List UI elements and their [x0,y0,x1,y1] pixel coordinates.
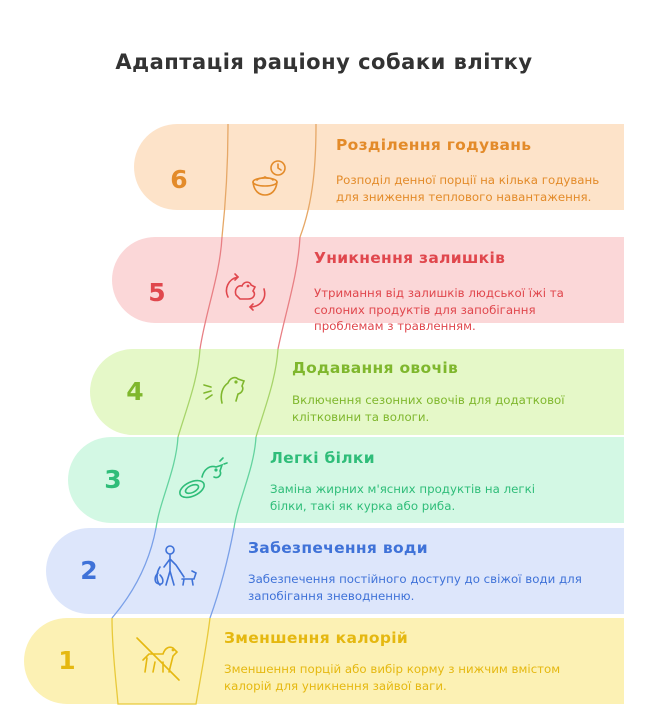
step-1-description: Зменшення порцій або вибір корму з нижчи… [224,662,561,693]
step-6-heading: Розділення годувань [336,136,532,154]
dog-with-bowl-icon [179,457,228,499]
step-5-band [112,237,624,323]
step-5-description: Утримання від залишків людської їжі та с… [314,286,564,333]
step-3-description: Заміна жирних м'ясних продуктів на легкі… [270,482,536,513]
step-1-band [24,618,624,704]
step-1-number: 1 [58,646,76,675]
step-4-description: Включення сезонних овочів для додаткової… [292,393,565,424]
step-4-heading: Додавання овочів [292,359,459,377]
step-4-number: 4 [126,377,144,406]
step-2-number: 2 [80,556,98,585]
page-title: Адаптація раціону собаки влітку [115,50,533,74]
step-4-band [90,349,624,435]
bowl-with-clock-icon [252,160,286,196]
step-6-number: 6 [170,165,188,194]
step-5-number: 5 [148,278,166,307]
no-dog-icon [136,637,180,681]
step-6-description: Розподіл денної порції на кілька годуван… [336,173,600,204]
step-2-heading: Забезпечення води [248,539,428,557]
person-walking-dog-icon [154,545,197,586]
step-2-description: Забезпечення постійного доступу до свіжо… [248,572,582,603]
step-6-band [134,124,624,210]
step-3-heading: Легкі білки [270,449,375,467]
barking-dog-icon [203,376,246,404]
step-5-heading: Уникнення залишків [314,249,506,267]
step-3-number: 3 [104,465,122,494]
step-1-heading: Зменшення калорій [224,629,408,647]
dog-bowl-cycle-icon [225,273,266,311]
